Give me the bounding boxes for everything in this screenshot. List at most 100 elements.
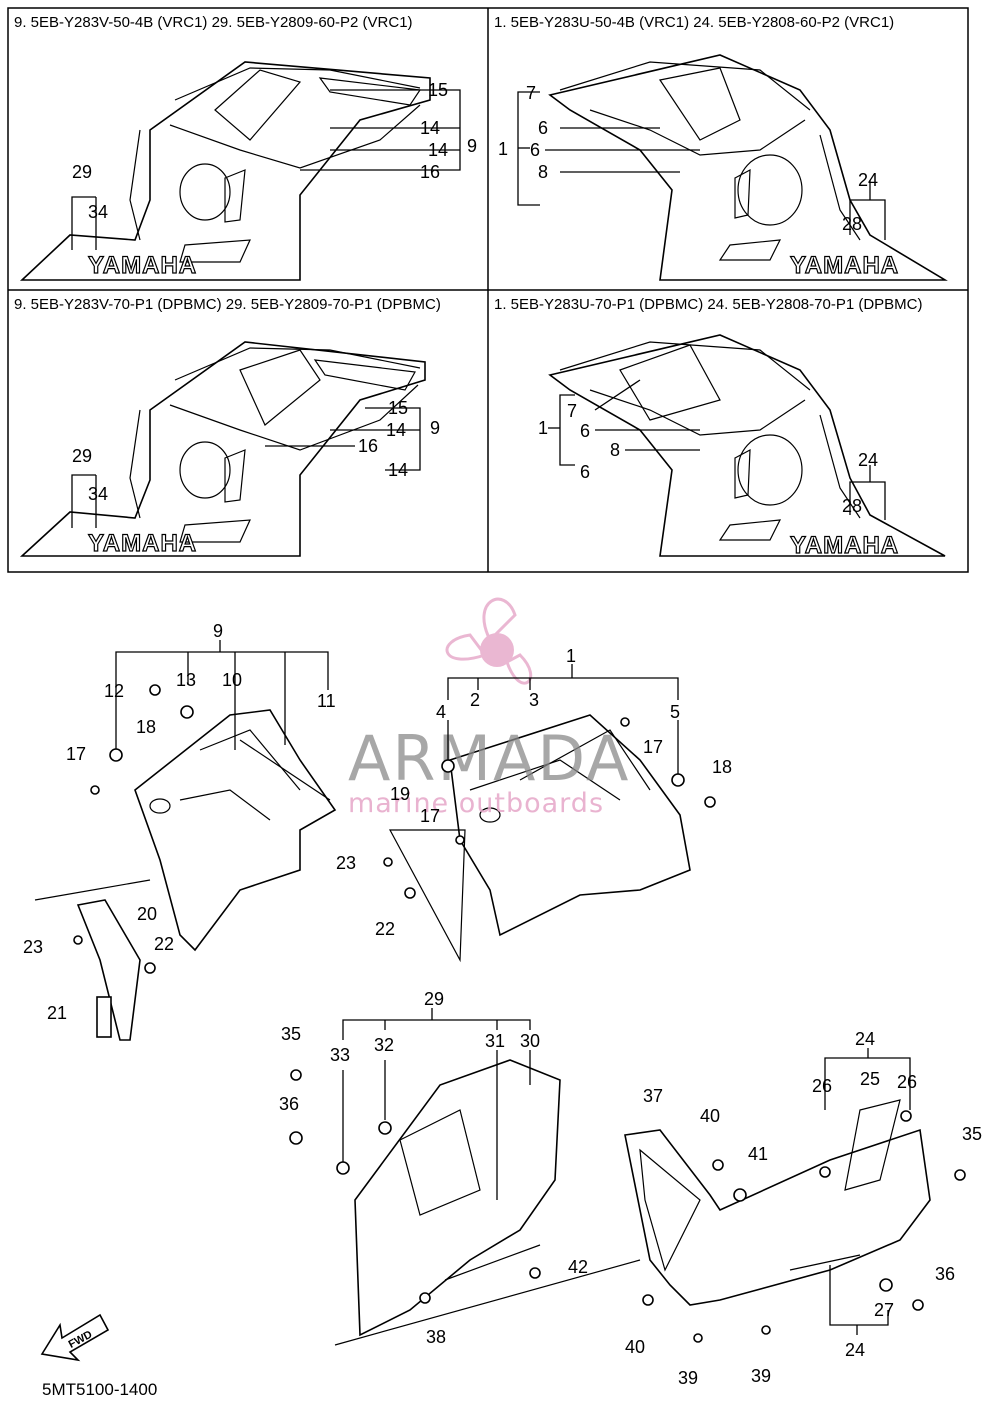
p4-callout-24: 24 (858, 450, 878, 470)
p2-callout-8: 8 (538, 162, 548, 182)
p4-callout-28: 28 (842, 496, 862, 516)
callout-10: 10 (222, 670, 242, 690)
p3-callout-34: 34 (88, 484, 108, 504)
diagram-reference-number: 5MT5100-1400 (42, 1380, 157, 1399)
callout-18a: 18 (136, 717, 156, 737)
callout-12: 12 (104, 681, 124, 701)
panel-1-title: 9. 5EB-Y283V-50-4B (VRC1) 29. 5EB-Y2809-… (14, 14, 413, 31)
callout-1: 1 (566, 646, 576, 666)
callout-22a: 22 (375, 919, 395, 939)
panel-2-title: 1. 5EB-Y283U-50-4B (VRC1) 24. 5EB-Y2808-… (494, 14, 894, 31)
p1-callout-14a: 14 (420, 118, 440, 138)
panel-3-title: 9. 5EB-Y283V-70-P1 (DPBMC) 29. 5EB-Y2809… (14, 296, 441, 313)
callout-24b: 24 (845, 1340, 865, 1360)
p3-callout-15: 15 (388, 398, 408, 418)
callout-42: 42 (568, 1257, 588, 1277)
p2-callout-24: 24 (858, 170, 878, 190)
p1-callout-34: 34 (88, 202, 108, 222)
p3-callout-14a: 14 (386, 420, 406, 440)
panel-1-fairing-drawing (19, 61, 431, 281)
callout-13: 13 (176, 670, 196, 690)
callout-40b: 40 (625, 1337, 645, 1357)
callout-31: 31 (485, 1031, 505, 1051)
callout-17b: 17 (643, 737, 663, 757)
callout-18b: 18 (712, 757, 732, 777)
lower-right-cowling-part-24 (624, 1099, 931, 1306)
upper-left-fairing-part-9 (134, 709, 337, 952)
panel-3-fairing-drawing (19, 341, 426, 557)
callout-24a: 24 (855, 1029, 875, 1049)
panel-2-fairing-drawing (548, 54, 948, 281)
callout-35b: 35 (962, 1124, 982, 1144)
p2-callout-1: 1 (498, 139, 508, 159)
p1-callout-14b: 14 (428, 140, 448, 160)
side-panel-part-20 (34, 879, 151, 1041)
p2-callout-6b: 6 (530, 140, 540, 160)
p3-callout-14b: 14 (388, 460, 408, 480)
callout-37: 37 (643, 1086, 663, 1106)
watermark-brand: ARMADA (348, 722, 630, 795)
panel-1-callout-lines (71, 89, 461, 250)
p2-callout-28: 28 (842, 214, 862, 234)
fasteners (73, 684, 966, 1343)
p2-callout-7: 7 (526, 83, 536, 103)
callout-5: 5 (670, 702, 680, 722)
p1-callout-16: 16 (420, 162, 440, 182)
callout-23a: 23 (336, 853, 356, 873)
main-callout-lines (115, 640, 911, 1335)
callout-19: 19 (390, 784, 410, 804)
callout-39a: 39 (678, 1368, 698, 1388)
callout-23b: 23 (23, 937, 43, 957)
p4-callout-7: 7 (567, 401, 577, 421)
p2-callout-6a: 6 (538, 118, 548, 138)
callout-21: 21 (47, 1003, 67, 1023)
callout-27: 27 (874, 1300, 894, 1320)
upper-right-fairing-part-1 (388, 714, 691, 963)
callout-17a: 17 (66, 744, 86, 764)
panel-4-brand-decal: YAMAHA (790, 532, 899, 559)
p4-callout-6b: 6 (580, 462, 590, 482)
callout-26a: 26 (812, 1076, 832, 1096)
p3-callout-29: 29 (72, 446, 92, 466)
callout-9: 9 (213, 621, 223, 641)
p1-callout-9: 9 (467, 136, 477, 156)
callout-30: 30 (520, 1031, 540, 1051)
callout-39b: 39 (751, 1366, 771, 1386)
panel-4-fairing-drawing (548, 334, 946, 557)
callout-2: 2 (470, 690, 480, 710)
callout-35a: 35 (281, 1024, 301, 1044)
p4-callout-8: 8 (610, 440, 620, 460)
callout-20: 20 (137, 904, 157, 924)
p3-callout-9: 9 (430, 418, 440, 438)
panel-2-callout-lines (517, 91, 886, 240)
panel-2-brand-decal: YAMAHA (790, 252, 899, 279)
forward-direction-arrow: FWD (40, 1313, 110, 1362)
panel-3-brand-decal: YAMAHA (88, 530, 197, 557)
callout-3: 3 (529, 690, 539, 710)
callout-36a: 36 (279, 1094, 299, 1114)
panel-3-callout-lines (71, 407, 421, 528)
callout-38: 38 (426, 1327, 446, 1347)
callout-22b: 22 (154, 934, 174, 954)
panel-4-callout-lines (548, 379, 886, 520)
variant-panels-frame (7, 7, 969, 573)
callout-17c: 17 (420, 806, 440, 826)
lower-left-cowling-part-29 (334, 1059, 641, 1346)
callout-11: 11 (317, 691, 336, 711)
p1-callout-15: 15 (428, 80, 448, 100)
callout-36b: 36 (935, 1264, 955, 1284)
p3-callout-16: 16 (358, 436, 378, 456)
p1-callout-29: 29 (72, 162, 92, 182)
panel-4-title: 1. 5EB-Y283U-70-P1 (DPBMC) 24. 5EB-Y2808… (494, 296, 923, 313)
p4-callout-6a: 6 (580, 421, 590, 441)
callout-4: 4 (436, 702, 446, 722)
callout-29: 29 (424, 989, 444, 1009)
callout-25: 25 (860, 1069, 880, 1089)
callout-26b: 26 (897, 1072, 917, 1092)
panel-1-brand-decal: YAMAHA (88, 252, 197, 279)
watermark-tagline: marine outboards (348, 788, 604, 819)
armada-logo-icon (445, 597, 533, 685)
callout-33: 33 (330, 1045, 350, 1065)
callout-32: 32 (374, 1035, 394, 1055)
